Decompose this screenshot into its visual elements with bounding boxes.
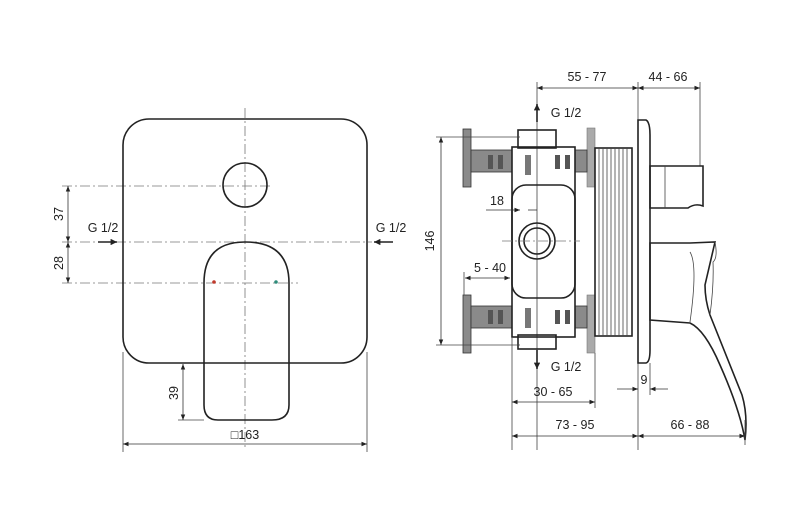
inlet-left-label: G 1/2	[88, 221, 119, 235]
sleeve-grooves	[598, 148, 628, 336]
slot	[565, 155, 570, 169]
dim-18-label: 18	[490, 194, 504, 208]
slot	[498, 310, 503, 324]
dim-66-88-label: 66 - 88	[671, 418, 710, 432]
plaster-guard-top	[586, 127, 596, 188]
lever-contour	[689, 241, 717, 323]
slot	[498, 155, 503, 169]
side-view: 55 - 77 44 - 66 G 1/2	[423, 70, 747, 450]
lever-handle	[203, 241, 290, 421]
pipe-top-right	[574, 149, 588, 173]
dim-28-label: 28	[52, 256, 66, 270]
cold-indicator	[274, 280, 278, 284]
dim-44-66-label: 44 - 66	[649, 70, 688, 84]
slot	[488, 155, 493, 169]
outlet-top-label: G 1/2	[551, 106, 582, 120]
bottom-connector	[517, 334, 557, 350]
inlet-right-label: G 1/2	[376, 221, 407, 235]
slot	[488, 310, 493, 324]
pipe-flange-top	[462, 128, 472, 188]
diverter-knob	[222, 162, 268, 208]
slot	[565, 310, 570, 324]
cover-plate-side	[637, 119, 651, 364]
outlet-port-outer	[518, 222, 556, 260]
dim-30-65-label: 30 - 65	[534, 385, 573, 399]
dim-5-40-label: 5 - 40	[474, 261, 506, 275]
slot	[555, 310, 560, 324]
plaster-guard-bottom	[586, 294, 596, 354]
dim-37-label: 37	[52, 207, 66, 221]
dim-73-95-label: 73 - 95	[556, 418, 595, 432]
slot	[525, 308, 531, 328]
dim-55-77-label: 55 - 77	[568, 70, 607, 84]
valve-body	[511, 146, 576, 338]
cover-plate	[122, 118, 368, 364]
dim-163-label: □163	[231, 428, 259, 442]
top-connector	[517, 129, 557, 149]
slot	[555, 155, 560, 169]
dim-146-label: 146	[423, 231, 437, 252]
valve-housing	[511, 184, 576, 299]
hot-indicator	[212, 280, 216, 284]
lever-handle-side	[649, 241, 747, 441]
outlet-bottom-label: G 1/2	[551, 360, 582, 374]
slot	[525, 155, 531, 175]
dim-39-label: 39	[167, 386, 181, 400]
pipe-flange-bottom	[462, 294, 472, 354]
pipe-bottom-right	[574, 305, 588, 329]
extension-sleeve	[594, 147, 633, 337]
diverter-knob-side	[649, 165, 704, 209]
front-view: 37 28 G 1/2 G 1/2 39 □163	[52, 108, 406, 452]
dim-9-label: 9	[641, 373, 648, 387]
